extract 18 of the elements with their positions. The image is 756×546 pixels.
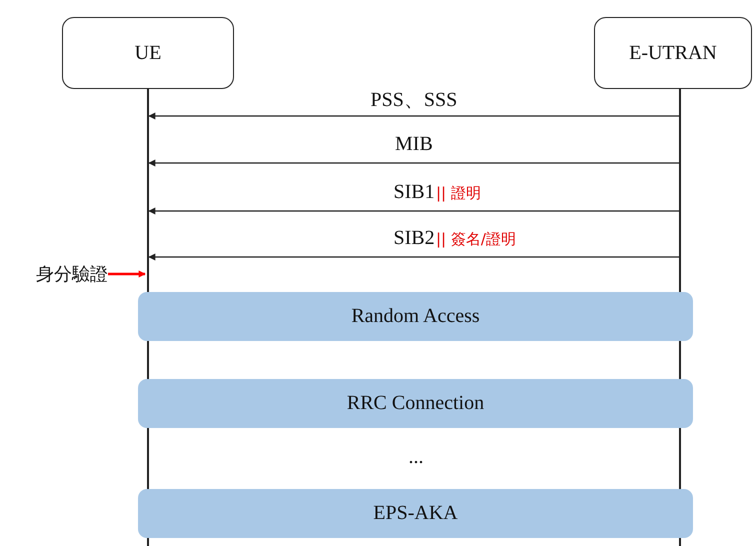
- arrow: [148, 160, 680, 166]
- participant-box: UE: [62, 17, 234, 89]
- message-label: SIB2: [394, 227, 435, 250]
- annotation-text: 身分驗證: [8, 261, 108, 287]
- note-text: || 證明: [436, 184, 481, 203]
- message-label: SIB1: [394, 181, 435, 204]
- arrow: [108, 270, 146, 278]
- arrow: [148, 208, 680, 214]
- phase-band: EPS-AKA: [138, 489, 693, 538]
- participant-box: E-UTRAN: [594, 17, 752, 89]
- note-text: || 簽名/證明: [436, 230, 516, 249]
- arrow: [148, 254, 680, 260]
- phase-band: Random Access: [138, 292, 693, 341]
- phase-band: RRC Connection: [138, 379, 693, 428]
- message-label: PSS、SSS: [370, 88, 458, 113]
- ellipsis-text: ...: [408, 446, 424, 469]
- message-label: MIB: [395, 133, 433, 156]
- arrow: [148, 112, 680, 120]
